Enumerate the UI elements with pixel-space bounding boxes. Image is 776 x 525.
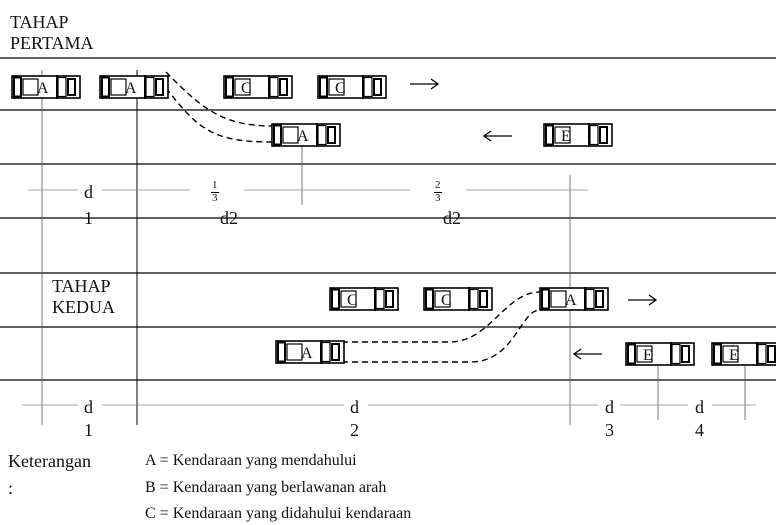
vehicle-letter-c: C [241,80,252,97]
vehicle-c [223,74,293,100]
distance-d3-subscript: 3 [605,420,614,440]
vehicle-e [711,341,776,367]
vehicle-c [329,286,399,312]
vehicle-letter-e: E [561,128,571,145]
vehicle-c [423,286,493,312]
distance-d1-subscript: 1 [84,208,93,228]
vehicle-letter-a: A [125,80,137,97]
vehicle-e [543,122,613,148]
vehicle-letter-a: A [565,292,577,309]
legend-item-c: C = Kendaraan yang didahului kendaraan [145,505,412,522]
distance-d3-label: d [605,397,614,417]
direction-arrows [410,78,658,360]
right-arrow-icon [410,78,440,90]
legend-item-a: A = Kendaraan yang mendahului [145,452,357,469]
stage1-title-line2: PERTAMA [10,33,94,53]
legend-title: Keterangan [8,451,91,471]
right-arrow-icon [628,294,658,306]
stage1-title-line1: TAHAP [10,12,69,32]
fraction1-bar [211,192,219,193]
fraction2-variable: d2 [443,208,461,228]
vehicle-letter-a: A [297,128,309,145]
fraction1-numerator: 1 [212,179,218,191]
distance-d1-label: d [84,397,93,417]
fraction1-denominator: 3 [212,192,218,204]
road-lines [0,57,776,381]
distance-d4-label: d [695,397,704,417]
distance-d1-label: d [84,182,93,202]
fraction2-denominator: 3 [435,192,441,204]
vehicle-letter-c: C [441,292,452,309]
vehicle-letter-c: C [347,292,358,309]
reference-lines [41,70,746,425]
vehicle-letter-c: C [335,80,346,97]
fraction2-bar [434,192,442,193]
distance-d1-subscript: 1 [84,420,93,440]
legend-item-b: B = Kendaraan yang berlawanan arah [145,479,387,496]
vehicle-c [317,74,387,100]
vehicle-letter-a: A [301,345,313,362]
distance-d2-label: d [350,397,359,417]
passing-paths [165,71,541,363]
vehicle-letter-e: E [729,347,739,364]
stage2-title-line2: KEDUA [52,297,115,317]
stage2-title-line1: TAHAP [52,276,111,296]
vehicle-letter-e: E [643,347,653,364]
distance-d4-subscript: 4 [695,420,704,440]
left-arrow-icon [572,348,602,360]
vehicle-letter-a: A [37,80,49,97]
distance-d2-subscript: 2 [350,420,359,440]
legend-colon: : [8,478,14,498]
fraction1-variable: d2 [220,208,238,228]
left-arrow-icon [482,130,512,142]
fraction2-numerator: 2 [435,179,441,191]
vehicle-e [625,341,695,367]
